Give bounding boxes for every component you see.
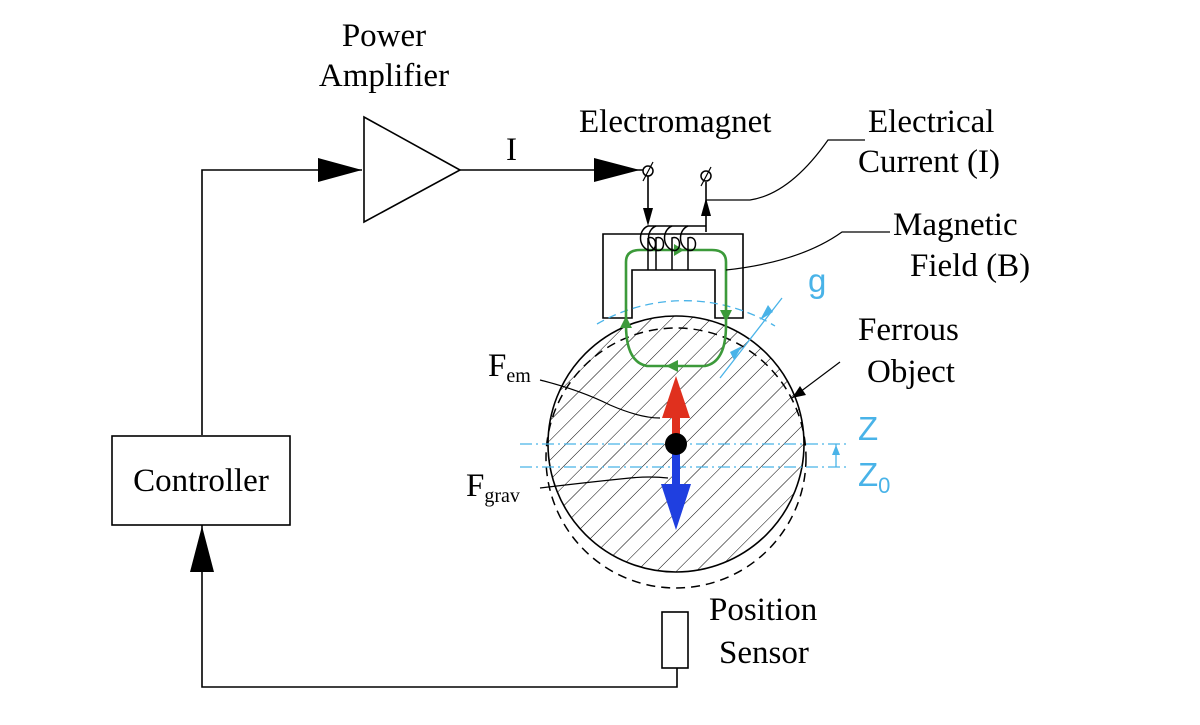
lead-in-arrowhead — [643, 208, 653, 226]
electrical-current-label-line1: Electrical — [868, 104, 994, 140]
force-em-arrow — [662, 376, 690, 418]
lead-out-arrowhead — [701, 198, 711, 216]
electromagnet-core — [602, 233, 744, 319]
z0-label: Z0 — [858, 456, 890, 498]
force-em-label: Fem — [488, 348, 531, 387]
position-sensor-label-line2: Sensor — [719, 635, 809, 671]
z-dimension-arrow — [832, 445, 840, 455]
magnetic-field-label-line2: Field (B) — [910, 248, 1030, 284]
arrowhead-current-I — [594, 158, 640, 182]
leader-electrical-current — [706, 139, 865, 201]
field-arrow-top — [674, 244, 684, 256]
ferrous-leader-arrow — [792, 386, 806, 398]
force-grav-arrow — [661, 484, 691, 530]
ferrous-ball-reference-outline — [545, 327, 807, 589]
gap-arrow-inner — [730, 346, 742, 360]
gap-label: g — [808, 262, 826, 299]
electrical-current-label-line2: Current (I) — [858, 144, 1000, 180]
ferrous-object-label-line2: Object — [867, 354, 955, 390]
arrowhead-into-controller — [190, 526, 214, 572]
magnetic-field-label-line1: Magnetic — [893, 207, 1018, 243]
power-amplifier-symbol — [363, 115, 462, 224]
z-label: Z — [858, 410, 878, 447]
controller-box — [111, 435, 291, 526]
field-arrow-right — [720, 310, 732, 322]
position-sensor-label-line1: Position — [709, 592, 817, 628]
leader-magnetic-field — [725, 231, 890, 271]
coil-windings — [639, 225, 706, 270]
center-of-mass-dot — [665, 433, 687, 455]
force-grav-label: Fgrav — [466, 468, 520, 507]
power-amplifier-label-line2: Amplifier — [319, 58, 449, 94]
arrowhead-into-amplifier — [318, 158, 362, 182]
field-arrow-bottom — [666, 360, 678, 372]
electromagnet-label: Electromagnet — [579, 104, 771, 140]
ferrous-object-label-line1: Ferrous — [858, 312, 959, 348]
loop-wire-top — [201, 169, 362, 435]
controller-label: Controller — [133, 463, 269, 499]
position-sensor-symbol — [661, 611, 689, 669]
gap-reference-arc — [596, 300, 776, 327]
power-amplifier-label-line1: Power — [342, 18, 426, 54]
leader-force-em — [539, 379, 661, 419]
current-label: I — [506, 132, 517, 168]
field-arrow-left — [620, 316, 632, 328]
gap-arrow-outer — [760, 305, 773, 320]
loop-wire-bottom — [201, 525, 678, 688]
leader-force-grav — [539, 476, 669, 489]
